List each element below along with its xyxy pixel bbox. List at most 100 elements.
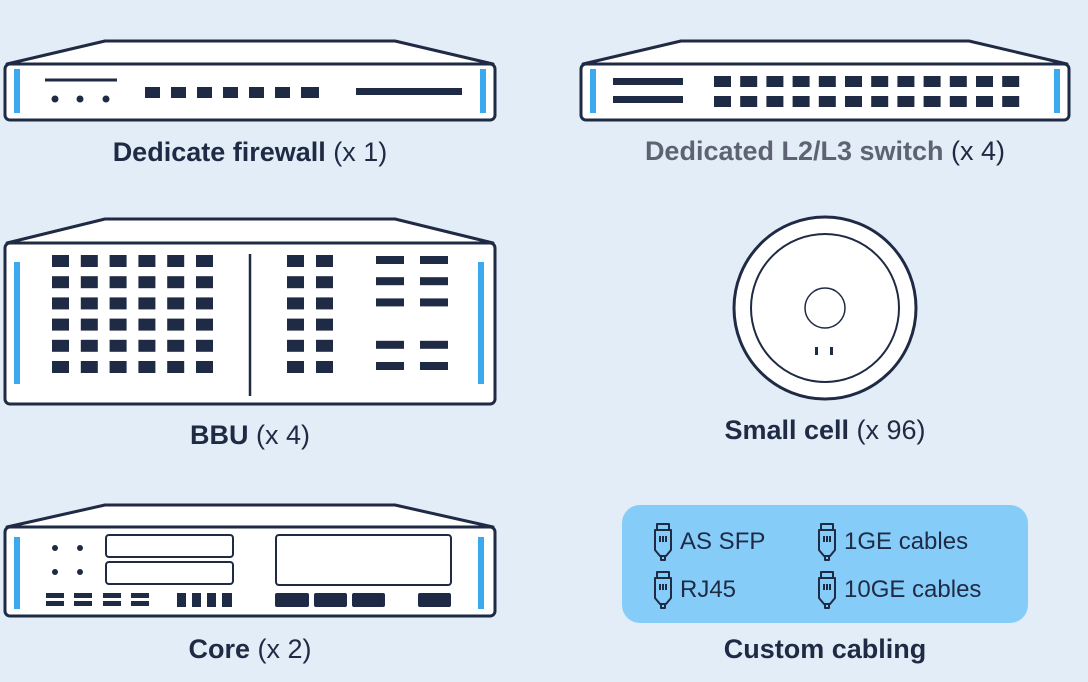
cable-item-as-sfp: AS SFP [652, 522, 765, 562]
bbu-slot [420, 298, 448, 307]
bbu-port [52, 255, 69, 267]
bbu-port [167, 255, 185, 267]
bbu-port [80, 297, 98, 310]
bbu-port [80, 339, 98, 352]
cable-label: 10GE cables [844, 576, 982, 603]
cabling-title: Custom cabling [576, 633, 1074, 665]
small-cell-caption: Small cell (x 96) [576, 414, 1074, 446]
bbu-device-icon [3, 217, 497, 406]
bbu-port [52, 339, 69, 352]
bbu-port [138, 361, 156, 373]
ethernet-plug-icon [818, 571, 836, 609]
bbu-port [196, 318, 213, 331]
bbu-slot [376, 340, 404, 349]
firewall-qty: (x 1) [333, 137, 388, 167]
ethernet-plug-icon [818, 523, 836, 561]
bbu-port [167, 361, 185, 373]
bbu-port [287, 297, 304, 310]
bbu-port [316, 255, 333, 267]
bbu-port [138, 318, 156, 331]
switch-port [818, 96, 836, 107]
bbu-slot [376, 277, 404, 286]
bbu-port [167, 276, 185, 289]
switch-port [976, 96, 993, 107]
bbu-port [316, 297, 333, 310]
bbu-port [52, 318, 69, 331]
switch-port [818, 76, 836, 87]
switch-port [766, 96, 784, 107]
bbu-port [316, 276, 333, 289]
switch-device-icon [579, 39, 1071, 122]
bbu-caption: BBU (x 4) [0, 419, 500, 451]
bbu-port [196, 297, 213, 310]
bbu-port [167, 318, 185, 331]
small-cell-qty: (x 96) [856, 415, 926, 445]
switch-port [871, 76, 889, 87]
switch-port [740, 96, 758, 107]
bbu-slot [376, 256, 404, 264]
bbu-port [138, 297, 156, 310]
core-caption: Core (x 2) [0, 633, 500, 665]
bbu-port [80, 255, 98, 267]
cable-item-10ge: 10GE cables [816, 570, 981, 610]
switch-port [792, 76, 810, 87]
switch-port [949, 96, 967, 107]
bbu-port [196, 255, 213, 267]
bbu-port [109, 318, 127, 331]
bbu-port [196, 339, 213, 352]
switch-caption: Dedicated L2/L3 switch (x 4) [576, 135, 1074, 167]
bbu-port [52, 361, 69, 373]
bbu-port [138, 339, 156, 352]
bbu-slot [420, 277, 448, 286]
switch-port [1002, 96, 1020, 107]
bbu-port [287, 361, 304, 373]
cabling-panel: AS SFP 1GE cables RJ45 [622, 505, 1028, 623]
bbu-port [80, 318, 98, 331]
firewall-caption: Dedicate firewall (x 1) [0, 136, 500, 168]
bbu-port [80, 276, 98, 289]
bbu-port [52, 297, 69, 310]
bbu-slot [376, 298, 404, 307]
bbu-port [109, 361, 127, 373]
firewall-name: Dedicate firewall [112, 137, 326, 167]
cable-label: RJ45 [680, 576, 737, 603]
bbu-port [316, 339, 333, 352]
bbu-slot [420, 340, 448, 349]
bbu-port [196, 276, 213, 289]
bbu-port [109, 255, 127, 267]
cable-label: AS SFP [680, 528, 766, 555]
switch-port [792, 96, 810, 107]
bbu-port [109, 339, 127, 352]
bbu-port [196, 361, 213, 373]
switch-port [897, 76, 915, 87]
ethernet-plug-icon [654, 571, 672, 609]
bbu-port [287, 318, 304, 331]
core-qty: (x 2) [257, 634, 312, 664]
bbu-slot [420, 256, 448, 264]
bbu-qty: (x 4) [256, 420, 310, 450]
bbu-port [287, 276, 304, 289]
switch-port [740, 76, 758, 87]
ethernet-plug-icon [654, 523, 672, 561]
switch-name: Dedicated L2/L3 switch [644, 136, 944, 166]
cabling-title-text: Custom cabling [723, 634, 927, 664]
core-device-icon [3, 503, 497, 618]
bbu-slot [420, 362, 448, 370]
switch-port [1002, 76, 1020, 87]
bbu-port [109, 276, 127, 289]
switch-qty: (x 4) [951, 136, 1006, 166]
bbu-name: BBU [189, 420, 249, 450]
switch-port [845, 96, 862, 107]
bbu-port [109, 297, 127, 310]
switch-port [923, 76, 941, 87]
switch-port [949, 76, 967, 87]
small-cell-name: Small cell [724, 415, 850, 445]
bbu-port [167, 297, 185, 310]
bbu-slot [376, 362, 404, 370]
bbu-port [138, 276, 156, 289]
bbu-port [287, 339, 304, 352]
bbu-port [138, 255, 156, 267]
switch-port [897, 96, 915, 107]
switch-port [714, 96, 731, 107]
cable-label: 1GE cables [844, 528, 969, 555]
